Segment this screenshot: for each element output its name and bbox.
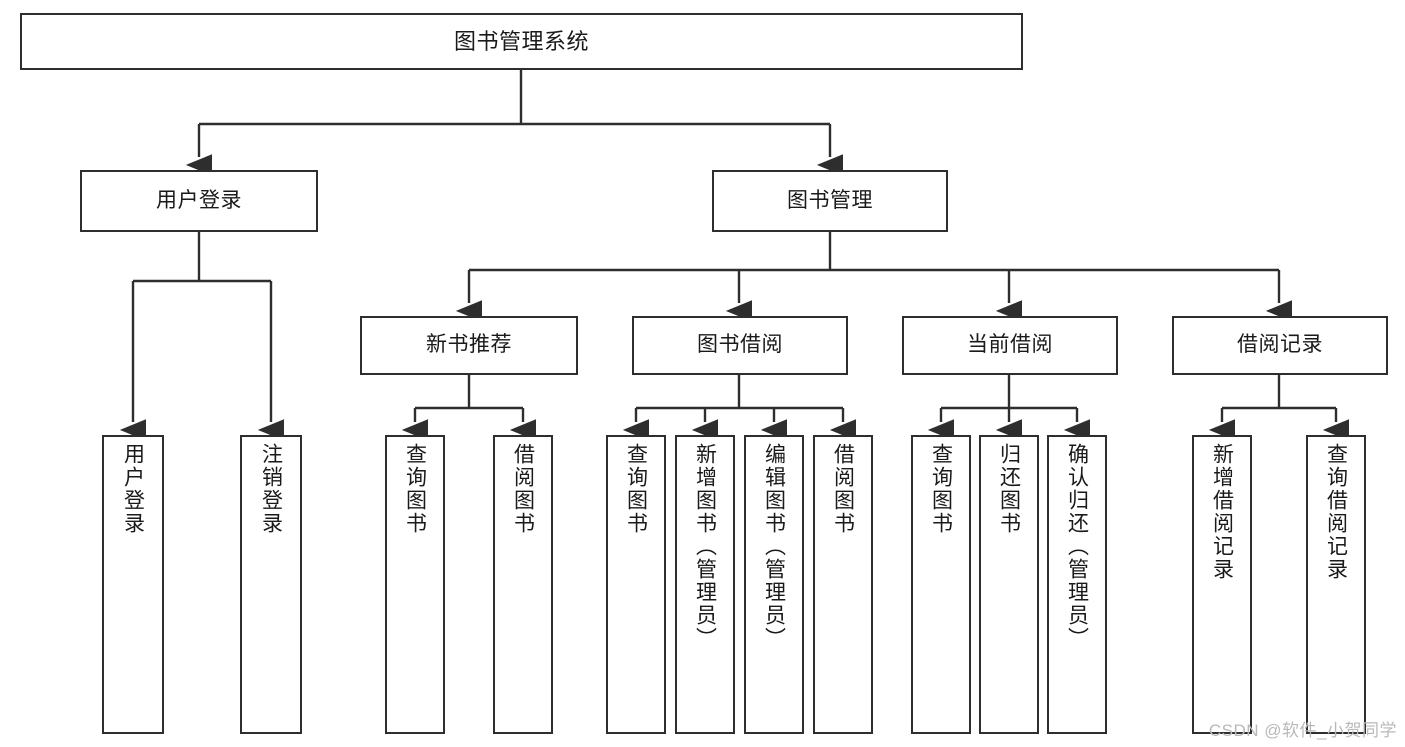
node-leaf-add-record-label: 新增借阅记录 — [1210, 443, 1234, 581]
node-leaf-confirm-return-label: 确认归还（管理员） — [1065, 443, 1089, 650]
node-leaf-borrow-book-2[interactable]: 借阅图书 — [813, 435, 873, 734]
node-book-borrow-label: 图书借阅 — [697, 333, 783, 357]
node-leaf-query-record-label: 查询借阅记录 — [1324, 443, 1348, 581]
node-leaf-return-book[interactable]: 归还图书 — [979, 435, 1039, 734]
node-leaf-query-book-3-label: 查询图书 — [929, 443, 953, 535]
node-user-login-label: 用户登录 — [156, 188, 242, 212]
node-leaf-add-book[interactable]: 新增图书（管理员） — [675, 435, 735, 734]
node-leaf-query-record[interactable]: 查询借阅记录 — [1306, 435, 1366, 734]
node-book-management[interactable]: 图书管理 — [712, 170, 948, 232]
node-leaf-confirm-return[interactable]: 确认归还（管理员） — [1047, 435, 1107, 734]
node-root-label: 图书管理系统 — [453, 28, 589, 54]
node-leaf-borrow-book-1[interactable]: 借阅图书 — [493, 435, 553, 734]
node-current-borrow[interactable]: 当前借阅 — [902, 316, 1118, 375]
node-borrow-record[interactable]: 借阅记录 — [1172, 316, 1388, 375]
node-book-management-label: 图书管理 — [787, 188, 873, 212]
node-book-borrow[interactable]: 图书借阅 — [632, 316, 848, 375]
node-leaf-user-login[interactable]: 用户登录 — [102, 435, 164, 734]
node-new-book-recommend-label: 新书推荐 — [426, 333, 512, 357]
node-leaf-borrow-book-2-label: 借阅图书 — [831, 443, 855, 535]
node-leaf-user-logout-label: 注销登录 — [259, 443, 283, 535]
node-leaf-return-book-label: 归还图书 — [997, 443, 1021, 535]
node-leaf-edit-book[interactable]: 编辑图书（管理员） — [744, 435, 804, 734]
node-root[interactable]: 图书管理系统 — [20, 13, 1023, 70]
node-leaf-add-record[interactable]: 新增借阅记录 — [1192, 435, 1252, 734]
node-new-book-recommend[interactable]: 新书推荐 — [360, 316, 578, 375]
node-borrow-record-label: 借阅记录 — [1237, 333, 1323, 357]
node-leaf-query-book-1[interactable]: 查询图书 — [385, 435, 445, 734]
node-leaf-edit-book-label: 编辑图书（管理员） — [762, 443, 786, 650]
node-leaf-user-login-label: 用户登录 — [121, 443, 145, 535]
node-current-borrow-label: 当前借阅 — [967, 333, 1053, 357]
node-leaf-user-logout[interactable]: 注销登录 — [240, 435, 302, 734]
node-leaf-query-book-2[interactable]: 查询图书 — [606, 435, 666, 734]
node-leaf-add-book-label: 新增图书（管理员） — [693, 443, 717, 650]
node-leaf-query-book-1-label: 查询图书 — [403, 443, 427, 535]
node-leaf-borrow-book-1-label: 借阅图书 — [511, 443, 535, 535]
watermark-text: CSDN @软件_小贺同学 — [1208, 721, 1397, 740]
node-user-login[interactable]: 用户登录 — [80, 170, 318, 232]
node-leaf-query-book-3[interactable]: 查询图书 — [911, 435, 971, 734]
node-leaf-query-book-2-label: 查询图书 — [624, 443, 648, 535]
